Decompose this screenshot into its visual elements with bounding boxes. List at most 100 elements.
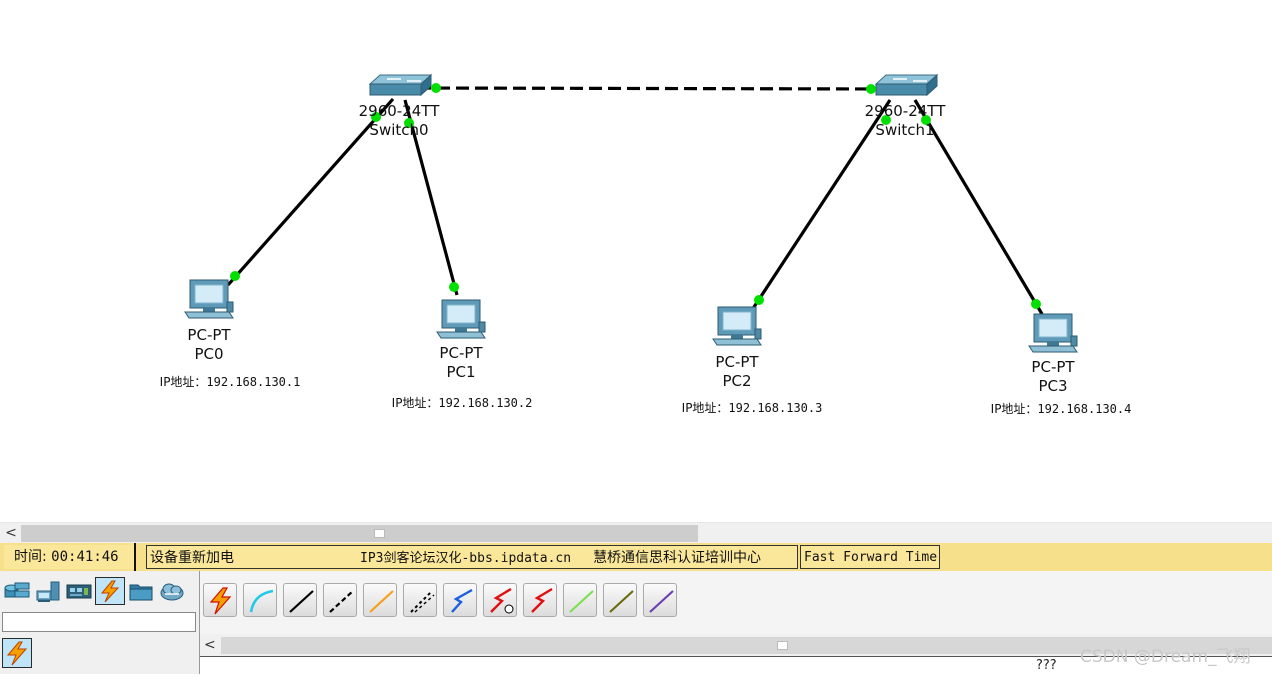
lightning-icon [100,580,120,602]
components-category-button[interactable] [64,577,94,605]
device-name: Switch1 [875,121,935,139]
module-icon [66,584,92,599]
link-status-dot [921,115,931,125]
device-name: PC3 [1038,377,1068,395]
link-status-dot [754,295,764,305]
serial-dce-cable-button[interactable] [483,583,517,617]
topology-diagram[interactable] [0,0,1272,522]
link-switch0-pc0[interactable] [226,97,395,287]
switch-icon[interactable] [874,73,939,97]
cable-type-list [200,571,1272,634]
iot-cable-icon [609,590,634,613]
link-status-dot [866,84,876,94]
folder-icon [129,584,153,601]
link-switch0-pc1[interactable] [403,99,459,296]
console-cable-button[interactable] [243,583,277,617]
device-name: PC2 [722,372,752,390]
copper-cross-over-cable-button[interactable] [323,583,357,617]
time-label: 时间: [14,549,47,565]
device-model: 2960-24TT [864,102,946,120]
fiber-cable-button[interactable] [363,583,397,617]
device-search-input[interactable] [2,612,196,632]
iot-custom-cable-button[interactable] [603,583,637,617]
automatic-cable-button[interactable] [203,583,237,617]
octal-icon [569,590,594,613]
fast-forward-time-button[interactable]: Fast Forward Time [800,545,940,569]
connections-category-button[interactable] [95,577,125,605]
cable-list-scrollbar[interactable]: < [200,634,1272,656]
scrollbar-grip[interactable] [777,641,788,650]
power-cycle-message: 设备重新加电 [150,550,234,566]
device-name: PC1 [446,363,476,381]
link-status-dot [371,112,381,122]
scrollbar-thumb[interactable] [221,637,1272,654]
link-switch1-pc2[interactable] [750,99,892,311]
pc-icon[interactable] [436,299,486,339]
end-devices-category-button[interactable] [33,577,63,605]
pc-icon[interactable] [184,279,234,319]
lightning-icon [209,587,232,615]
pc0-ip-label: IP地址：192.168.130.1 [159,375,301,389]
time-value: 00:41:46 [51,549,119,565]
scroll-left-icon[interactable]: < [5,525,17,541]
device-model: PC-PT [715,353,759,371]
cross-over-icon [329,590,354,613]
link-switch1-pc3[interactable] [913,99,1044,315]
cable-selection-panel: < ??? CSDN @Dream_飞翔 [200,571,1272,675]
link-status-dot [449,282,459,292]
selected-connection-type-button[interactable] [2,638,32,668]
pc1-ip-label: IP地址：192.168.130.2 [391,396,533,410]
usb-cable-button[interactable] [643,583,677,617]
device-name: PC0 [194,345,224,363]
console-cable-icon [249,589,274,613]
phone-cable-button[interactable] [403,583,437,617]
cable-description-bar: ??? CSDN @Dream_飞翔 [200,647,1272,675]
coaxial-cable-button[interactable] [443,583,477,617]
pc2-ip-label: IP地址：192.168.130.3 [681,401,823,415]
workspace-horizontal-scrollbar[interactable]: < [0,522,1272,544]
device-model: PC-PT [1031,358,1075,376]
training-center-credit: 慧桥通信思科认证培训中心 [593,550,762,566]
watermark: CSDN @Dream_飞翔 [1080,647,1251,667]
phone-cable-icon [410,590,435,613]
serial-dte-icon [531,587,553,613]
scroll-left-icon[interactable]: < [204,637,216,653]
octal-cable-button[interactable] [563,583,597,617]
multiuser-category-button[interactable] [157,577,187,605]
pc-icon[interactable] [712,306,762,346]
miscellaneous-category-button[interactable] [126,577,156,605]
switch-icon[interactable] [368,73,433,97]
link-status-dot [431,83,441,93]
usb-cable-icon [649,590,674,613]
device-name: Switch0 [369,121,429,139]
device-category-panel [0,571,200,674]
pc-icon [36,581,60,602]
cable-description: ??? [1036,658,1057,673]
pc-icon[interactable] [1028,313,1078,353]
scrollbar-grip[interactable] [374,529,385,538]
status-separator [134,543,136,571]
device-model: PC-PT [187,326,231,344]
router-switch-icon [4,582,30,598]
link-status-dot [1031,299,1041,309]
link-status-dot [230,271,240,281]
realtime-clock: 时间: 00:41:46 [4,545,134,569]
link-status-dot [404,118,414,128]
device-model: PC-PT [439,344,483,362]
lightning-icon [6,641,28,666]
straight-through-icon [289,590,314,613]
link-switch0-switch1[interactable] [417,86,889,91]
serial-dte-cable-button[interactable] [523,583,557,617]
network-devices-category-button[interactable] [2,577,32,605]
copper-straight-through-cable-button[interactable] [283,583,317,617]
fiber-icon [369,590,394,613]
scrollbar-thumb[interactable] [21,525,698,542]
